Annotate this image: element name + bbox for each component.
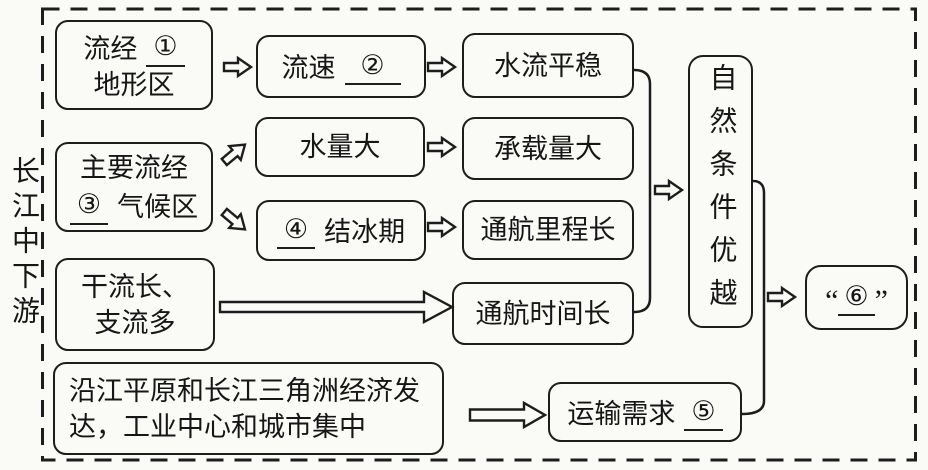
close-quote: ” [874,284,888,317]
blank-4: ④ [276,212,316,249]
bracket-waterway-connector [741,179,766,416]
open-quote: “ [825,284,839,317]
box-flow-speed: 流速 ② [256,35,426,98]
natural-conditions-text: 自然条件优越 [705,62,737,321]
blank-3: ③ [69,186,109,225]
arrow-down-right-icon [217,203,252,238]
box-capacity: 承载量大 [462,117,634,180]
arrow-right-icon [426,136,457,158]
water-volume-text: 水量大 [299,132,381,162]
streams-text-line1: 干流长、 [81,271,189,302]
economy-text-line1: 沿江平原和长江三角洲经济发 [69,375,420,406]
box-terrain: 流经 ① 地形区 [55,20,213,110]
arrow-right-icon [653,179,684,201]
box-water-volume: 水量大 [255,117,425,177]
box-mileage: 通航里程长 [462,200,634,260]
transport-demand-text: 运输需求 [567,398,676,429]
arrow-right-long-icon [468,400,548,430]
arrow-right-icon [766,286,797,308]
root-label: 长江中下游 [8,155,39,331]
nav-time-text: 通航时间长 [475,298,611,329]
box-transport-demand: 运输需求 ⑤ [548,382,742,442]
mileage-text: 通航里程长 [480,215,616,245]
streams-text-line2: 支流多 [94,307,176,338]
flow-speed-text: 流速 [281,53,336,83]
box-nav-time: 通航时间长 [452,282,634,345]
capacity-text: 承载量大 [494,133,602,164]
box-golden-waterway: “ ⑥ ” [805,265,908,330]
economy-text-line2: 达，工业中心和城市集中 [69,411,366,442]
box-natural-conditions: 自然条件优越 [688,55,753,328]
climate-text-suffix: 气候区 [117,191,199,222]
terrain-text: 流经 [83,33,138,64]
box-ice-period: ④ 结冰期 [256,200,426,261]
blank-5: ⑤ [684,394,723,431]
ice-period-text: 结冰期 [324,217,406,247]
blank-1: ① [146,28,185,67]
arrow-right-icon [426,216,457,238]
arrow-right-icon [222,56,253,78]
climate-text: 主要流经 [80,152,188,183]
blank-2: ② [344,48,401,85]
arrow-up-right-icon [217,136,252,171]
terrain-text-line2: 地形区 [93,69,175,100]
dashed-border [41,7,917,462]
steady-flow-text: 水流平稳 [494,50,602,81]
arrow-right-icon [426,56,457,78]
box-steady-flow: 水流平稳 [462,33,634,98]
arrow-right-long-icon [218,289,455,325]
box-streams: 干流长、 支流多 [55,258,215,351]
bracket-natural-connector [633,68,652,314]
box-climate: 主要流经 ③ 气候区 [55,142,213,232]
blank-6: ⑥ [838,279,875,316]
box-economy: 沿江平原和长江三角洲经济发 达，工业中心和城市集中 [53,362,444,455]
